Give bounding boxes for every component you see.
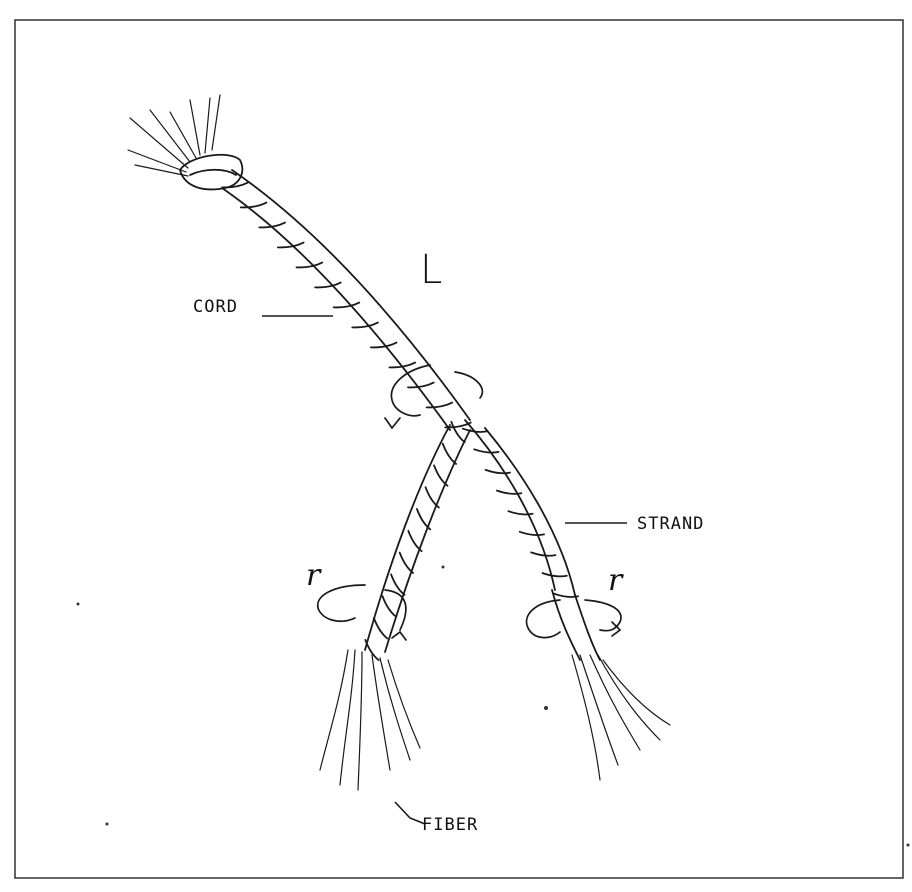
twist-mark	[315, 283, 341, 288]
twist-mark	[374, 618, 387, 638]
twist-mark	[352, 323, 378, 328]
right-strand	[463, 420, 600, 660]
cord-twist-arrow	[385, 365, 482, 428]
cord-twist-mark: L	[420, 247, 442, 293]
twist-mark	[463, 429, 487, 432]
right-frayed-fibers	[572, 655, 670, 780]
right-strand-twist-arrow	[527, 600, 621, 638]
twist-mark	[474, 449, 498, 452]
twist-mark	[508, 511, 532, 514]
twist-mark	[259, 223, 285, 228]
twist-mark	[334, 303, 360, 308]
speck	[442, 566, 445, 569]
cord-body	[222, 170, 471, 430]
left-frayed-fibers	[320, 650, 420, 790]
right-strand-twist-mark: r	[608, 563, 624, 598]
twist-mark	[408, 383, 434, 388]
twist-mark	[531, 552, 555, 555]
twist-mark	[543, 573, 567, 576]
twist-mark	[389, 363, 415, 368]
twist-mark	[383, 596, 396, 616]
fiber-label: FIBER	[422, 815, 478, 835]
left-strand	[365, 422, 470, 660]
speck	[907, 844, 910, 847]
speck	[77, 603, 80, 606]
top-frayed-fibers	[128, 95, 220, 176]
top-whipping	[180, 155, 242, 190]
twist-mark	[297, 263, 323, 268]
speck	[106, 823, 109, 826]
speck	[544, 706, 548, 710]
twist-mark	[520, 532, 544, 535]
cord-label: CORD	[193, 297, 238, 317]
strand-label: STRAND	[637, 514, 704, 534]
fiber-leader-line	[395, 802, 425, 824]
left-strand-twist-mark: r	[306, 558, 322, 593]
diagram-frame	[15, 20, 903, 878]
twist-mark	[486, 470, 510, 473]
twist-mark	[443, 444, 456, 464]
